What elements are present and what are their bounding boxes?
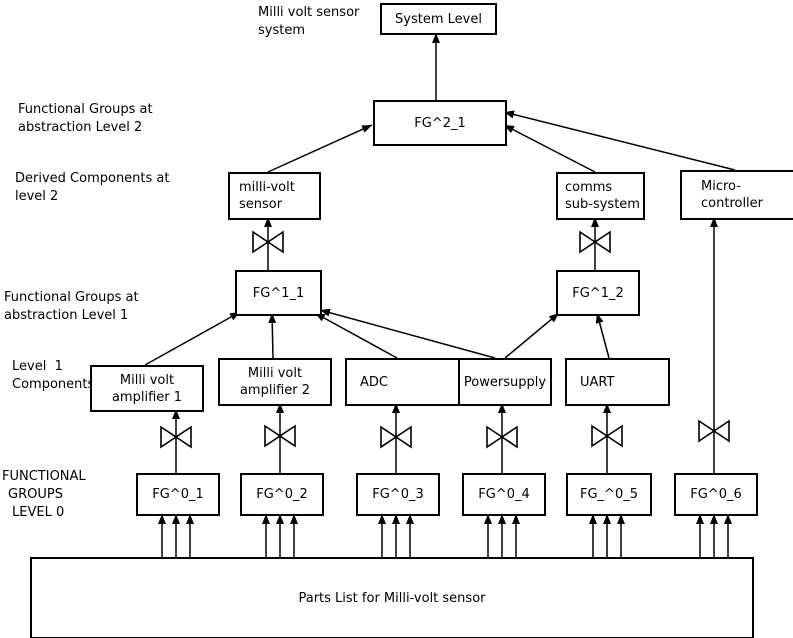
- bowtie-icon: [486, 425, 518, 449]
- powersupply-label: Powersupply: [463, 374, 547, 390]
- uart-box: UART: [565, 358, 670, 406]
- powersupply-box: Powersupply: [458, 358, 552, 406]
- bowtie-icon: [579, 230, 611, 254]
- mv-sensor-label: milli-volt: [239, 180, 295, 195]
- parts-list-arrows: [158, 514, 732, 557]
- fg0-6-label: FG^0_6: [690, 487, 742, 502]
- label-line: abstraction Level 2: [18, 120, 143, 135]
- comms-label: comms: [565, 180, 613, 195]
- adc-box: ADC: [345, 358, 467, 406]
- comms-subsystem-box: comms sub-system: [556, 172, 645, 220]
- comms-label: sub-system: [565, 197, 640, 212]
- label-line: Derived Components at: [15, 171, 170, 186]
- label-line: GROUPS: [8, 487, 63, 502]
- fg1-1-box: FG^1_1: [235, 270, 322, 316]
- arrow-uart-to-fg1-2: [595, 312, 610, 359]
- arrow-amp1-to-fg1-1: [144, 311, 241, 366]
- label-line: LEVEL 0: [12, 505, 65, 520]
- label-line: level 2: [15, 189, 59, 204]
- bowtie-icon: [698, 419, 730, 443]
- label-line: Functional Groups at: [18, 102, 153, 117]
- fg0-3-label: FG^0_3: [372, 487, 424, 502]
- fg0-2-box: FG^0_2: [240, 473, 324, 516]
- arrow-adc-to-fg1-1: [314, 312, 398, 359]
- bowtie-icon: [264, 424, 296, 448]
- parts-list-box: Parts List for Milli-volt sensor: [30, 557, 754, 638]
- arrow-micro-to-fg2-1: [503, 110, 736, 171]
- fg0-5-box: FG_^0_5: [566, 473, 652, 516]
- label-level1-components: Level 1 Components: [12, 358, 94, 394]
- fg1-2-label: FG^1_2: [572, 285, 624, 301]
- micro-controller-box: Micro- controller: [680, 170, 793, 220]
- label-functional-groups-level0: FUNCTIONAL GROUPS LEVEL 0: [2, 468, 86, 522]
- abstraction-bowties: [160, 230, 730, 449]
- micro-label: controller: [701, 196, 764, 211]
- system-note: Milli volt sensor system: [258, 4, 359, 40]
- fg0-4-box: FG^0_4: [462, 473, 546, 516]
- fg2-1-box: FG^2_1: [373, 100, 507, 146]
- mv-sensor-box: milli-volt sensor: [228, 172, 321, 220]
- amp1-label: Milli volt: [119, 372, 175, 388]
- system-level-box: System Level: [380, 3, 497, 35]
- adc-label: ADC: [360, 374, 388, 390]
- bowtie-icon: [160, 425, 192, 449]
- arrow-psu-to-fg1-2: [504, 312, 560, 359]
- arrow-comms-to-fg2-1: [503, 124, 596, 173]
- amp1-box: Milli volt amplifier 1: [90, 365, 204, 412]
- bowtie-icon: [380, 425, 412, 449]
- mv-sensor-label: sensor: [239, 197, 283, 212]
- label-line: FUNCTIONAL: [2, 469, 86, 484]
- fg0-2-label: FG^0_2: [256, 487, 308, 502]
- system-note-line2: system: [258, 23, 305, 38]
- amp2-label: Milli volt: [247, 366, 303, 381]
- fg2-1-label: FG^2_1: [414, 115, 466, 131]
- fg1-1-label: FG^1_1: [252, 285, 305, 301]
- label-line: abstraction Level 1: [4, 308, 129, 323]
- parts-list-label: Parts List for Milli-volt sensor: [298, 590, 486, 606]
- label-line: Level 1: [12, 359, 63, 374]
- arrow-mv-sensor-to-fg2-1: [267, 124, 373, 173]
- amp2-box: Milli volt amplifier 2: [218, 358, 332, 406]
- fg0-3-box: FG^0_3: [356, 473, 440, 516]
- amp2-label: amplifier 2: [239, 383, 311, 398]
- fg0-6-box: FG^0_6: [674, 473, 758, 516]
- arrow-psu-to-fg1-1: [319, 308, 496, 359]
- fg0-4-label: FG^0_4: [478, 487, 530, 502]
- connectors: [144, 33, 736, 473]
- label-functional-groups-level1: Functional Groups at abstraction Level 1: [4, 289, 139, 325]
- label-functional-groups-level2: Functional Groups at abstraction Level 2: [18, 101, 153, 137]
- bowtie-icon: [252, 230, 284, 254]
- micro-label: Micro-: [701, 179, 741, 194]
- label-line: Functional Groups at: [4, 290, 139, 305]
- fg0-5-label: FG_^0_5: [580, 487, 638, 502]
- arrow-amp2-to-fg1-1: [268, 312, 277, 359]
- system-level-label: System Level: [395, 11, 482, 27]
- uart-label: UART: [580, 374, 615, 390]
- fg1-2-box: FG^1_2: [556, 270, 640, 316]
- system-note-line1: Milli volt sensor: [258, 5, 360, 20]
- label-derived-components-level2: Derived Components at level 2: [15, 170, 169, 206]
- bowtie-icon: [591, 424, 623, 448]
- label-line: Components: [12, 377, 95, 392]
- amp1-label: amplifier 1: [111, 389, 183, 405]
- fg0-1-box: FG^0_1: [136, 473, 220, 516]
- fg0-1-label: FG^0_1: [152, 487, 204, 502]
